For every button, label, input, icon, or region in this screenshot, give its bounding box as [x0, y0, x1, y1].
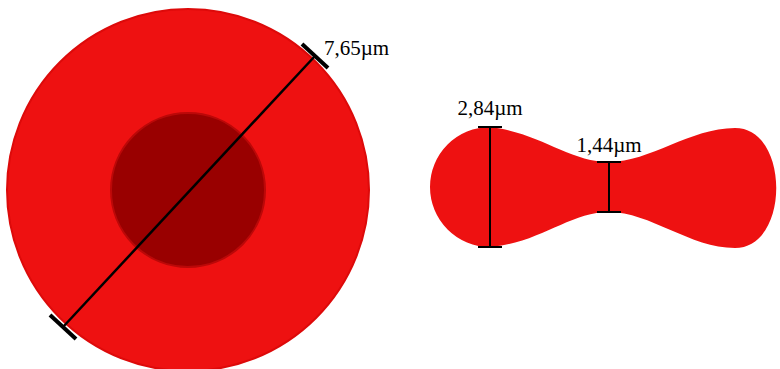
cell-side-view — [430, 127, 776, 248]
dimension-cap — [597, 161, 621, 163]
cell-top-view — [7, 9, 369, 369]
dimension-line — [608, 162, 610, 212]
dimension-label: 1,44µm — [574, 134, 643, 157]
diameter-line — [63, 56, 315, 327]
dimension-label: 7,65µm — [322, 37, 391, 60]
dimension-label: 2,84µm — [455, 97, 524, 120]
dimension-line — [489, 127, 491, 247]
dimension-cap — [50, 315, 76, 339]
dimension-cap — [597, 211, 621, 213]
dimension-cap — [478, 126, 502, 128]
dimension-cap — [478, 246, 502, 248]
